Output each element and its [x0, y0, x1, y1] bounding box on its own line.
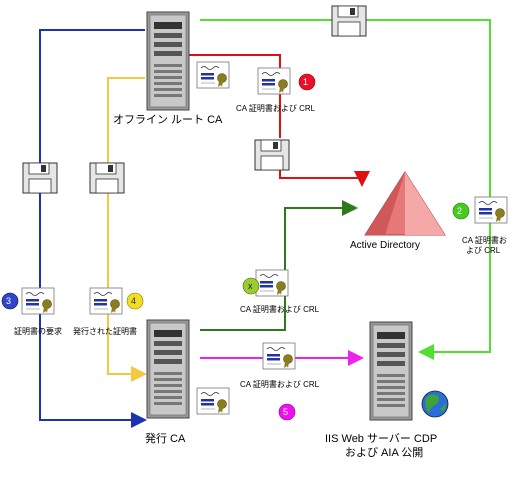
floppy-disk-icon-top: [331, 5, 367, 37]
certificate-icon-offline-ca: [196, 61, 230, 89]
red-line-to-cert: [188, 54, 281, 138]
badge-3: [1, 292, 19, 310]
offline-root-ca-server-icon: [146, 11, 190, 111]
green-line: [200, 19, 491, 360]
issuing-ca-server-icon: [146, 319, 190, 419]
issued-cert-label: 発行された証明書: [73, 327, 137, 336]
iis-server-label-line2: および AIA 公開: [345, 447, 424, 459]
cert-crl-bottom-label: CA 証明書および CRL: [240, 380, 320, 389]
yellow-line: [107, 77, 147, 382]
dark-green-line: [200, 200, 358, 331]
iis-server-label-line1: IIS Web サーバー CDP: [325, 433, 438, 445]
iis-web-server-icon: [369, 321, 413, 421]
globe-icon: [421, 390, 449, 418]
badge-5: [278, 403, 296, 421]
certificate-icon-x: [255, 269, 289, 297]
pyramid-icon: [364, 171, 446, 236]
cert-crl-x-label: CA 証明書および CRL: [240, 305, 320, 314]
badge-2: [452, 202, 470, 220]
badge-3-label: 3: [6, 296, 12, 306]
badge-1: [298, 73, 316, 91]
badge-1-label: 1: [303, 77, 309, 87]
floppy-disk-icon-left-blue: [22, 162, 58, 194]
certificate-icon-right: [474, 196, 508, 224]
badge-x: [242, 277, 260, 295]
badge-5-label: 5: [283, 407, 289, 417]
cert-request-label: 証明書の要求: [14, 327, 62, 336]
certificate-icon-request: [21, 287, 55, 315]
floppy-disk-icon-left-yellow: [89, 162, 125, 194]
certificate-icon-bottom: [262, 342, 296, 370]
active-directory-label: Active Directory: [350, 240, 421, 251]
floppy-disk-icon-middle: [254, 139, 290, 171]
badge-4-label: 4: [131, 296, 137, 306]
badge-2-label: 2: [457, 206, 463, 216]
certificate-icon-issuing-ca: [196, 387, 230, 415]
red-line-to-ad: [279, 170, 370, 187]
badge-x-label: x: [248, 281, 253, 291]
certificate-icon-issued: [89, 287, 123, 315]
cert-crl-right-label-line2: よび CRL: [466, 246, 501, 255]
cert-crl-top-label: CA 証明書および CRL: [236, 104, 316, 113]
cert-crl-right-label-line1: CA 証明書お: [462, 236, 507, 245]
offline-root-ca-label: オフライン ルート CA: [113, 114, 223, 126]
blue-line: [39, 29, 147, 428]
certificate-icon-top: [257, 67, 291, 95]
badge-4: [126, 292, 144, 310]
issuing-ca-label: 発行 CA: [145, 433, 186, 445]
